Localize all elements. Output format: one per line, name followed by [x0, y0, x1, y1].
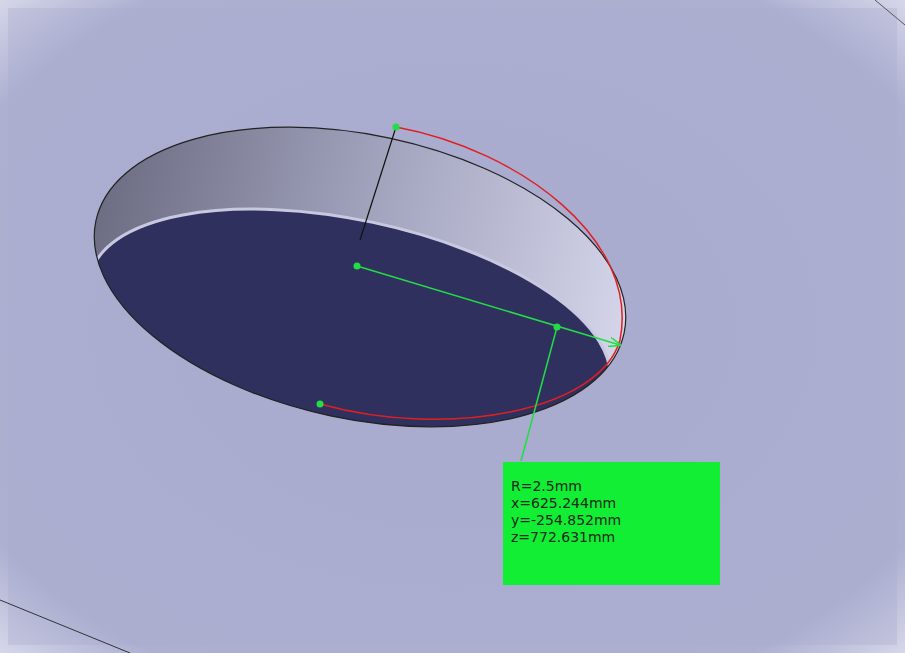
measure-value: y=-254.852mm: [511, 512, 712, 529]
measure-tooltip: R=2.5mmx=625.244mmy=-254.852mmz=772.631m…: [503, 462, 720, 585]
measure-value: x=625.244mm: [511, 495, 712, 512]
measure-value: R=2.5mm: [511, 478, 712, 495]
measure-value: z=772.631mm: [511, 529, 712, 546]
